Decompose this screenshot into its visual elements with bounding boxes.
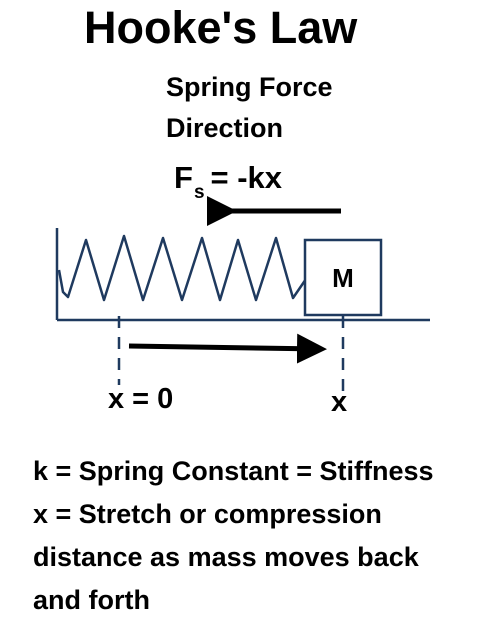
mass-label: M <box>332 263 354 293</box>
spring-coil <box>57 234 308 302</box>
spring-force-label-line2: Direction <box>166 113 284 143</box>
mass-block <box>303 238 383 317</box>
formula-expression: = -kx <box>210 160 283 195</box>
displacement-arrow <box>128 333 327 364</box>
definition-x-line2: distance as mass moves back <box>33 542 419 572</box>
definitions-block: k = Spring Constant = Stiffness x = Stre… <box>33 450 478 622</box>
formula-subscript: s <box>193 182 205 203</box>
definition-k: k = Spring Constant = Stiffness <box>33 456 434 486</box>
position-label: x <box>331 386 348 418</box>
hookes-law-formula: Fs= -kx <box>174 160 283 203</box>
page-title: Hooke's Law <box>84 2 358 53</box>
definition-x-line1: x = Stretch or compression <box>33 499 382 529</box>
definition-x-line3: and forth <box>33 585 150 615</box>
formula-force-symbol: F <box>174 160 193 195</box>
spring-force-label-line1: Spring Force <box>166 72 333 102</box>
origin-label: x = 0 <box>108 383 174 415</box>
